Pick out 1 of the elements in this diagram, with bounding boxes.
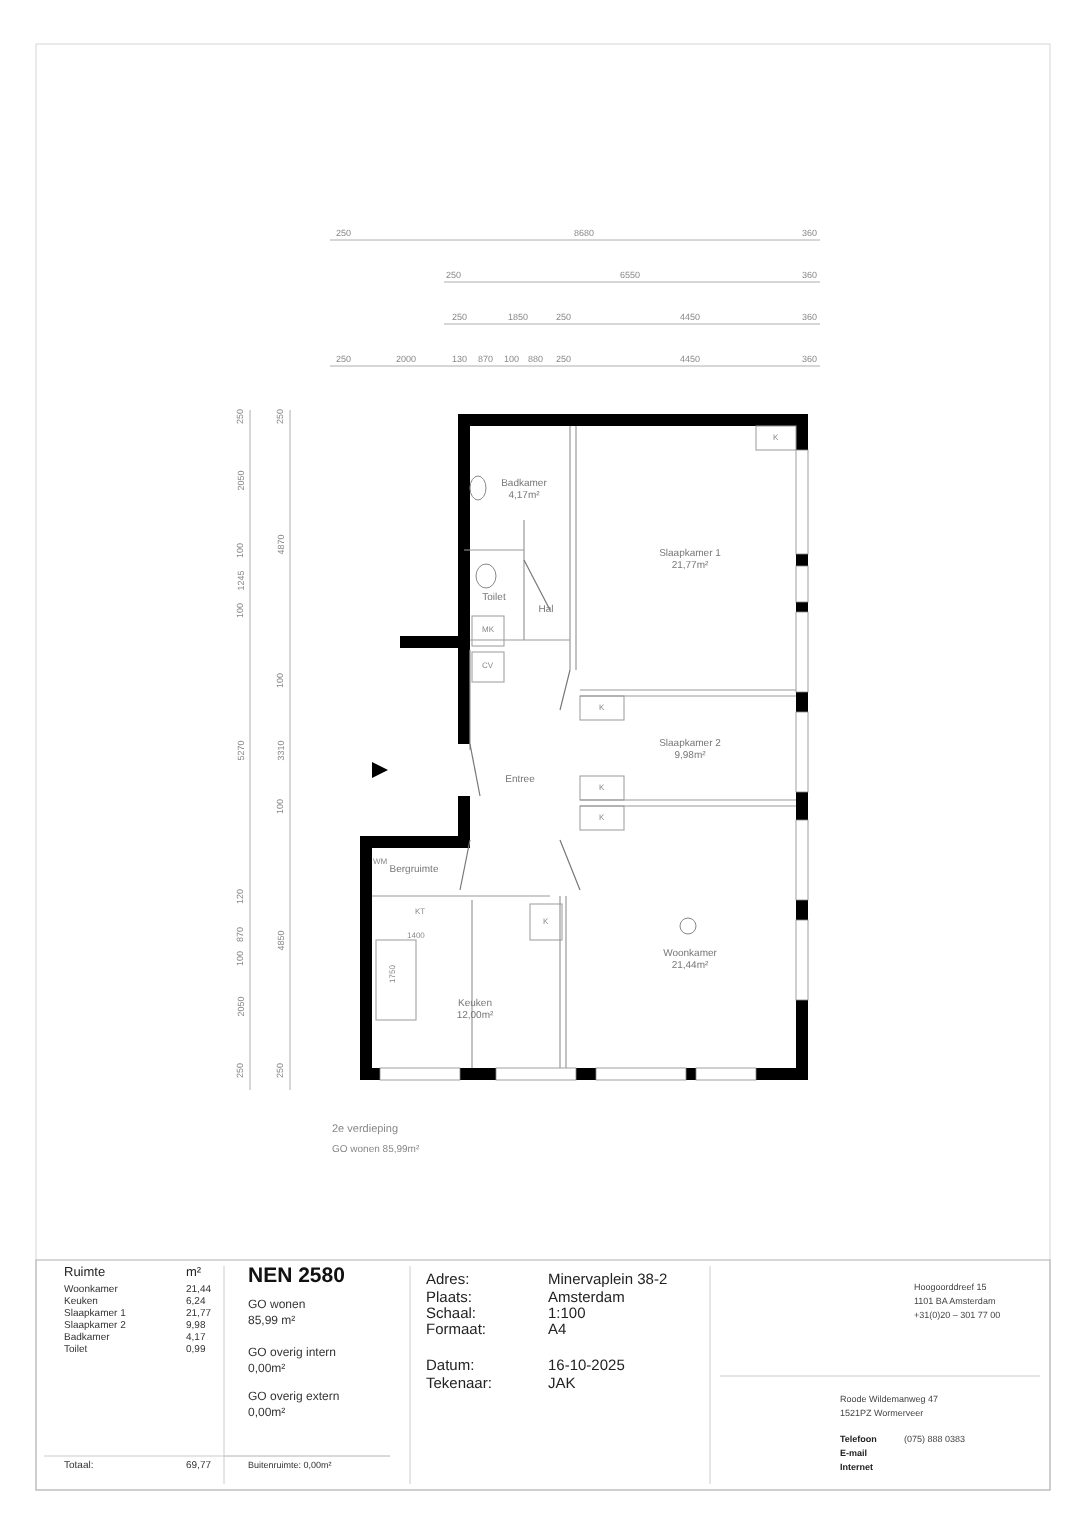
standard-heading: NEN 2580 <box>248 1265 345 1286</box>
